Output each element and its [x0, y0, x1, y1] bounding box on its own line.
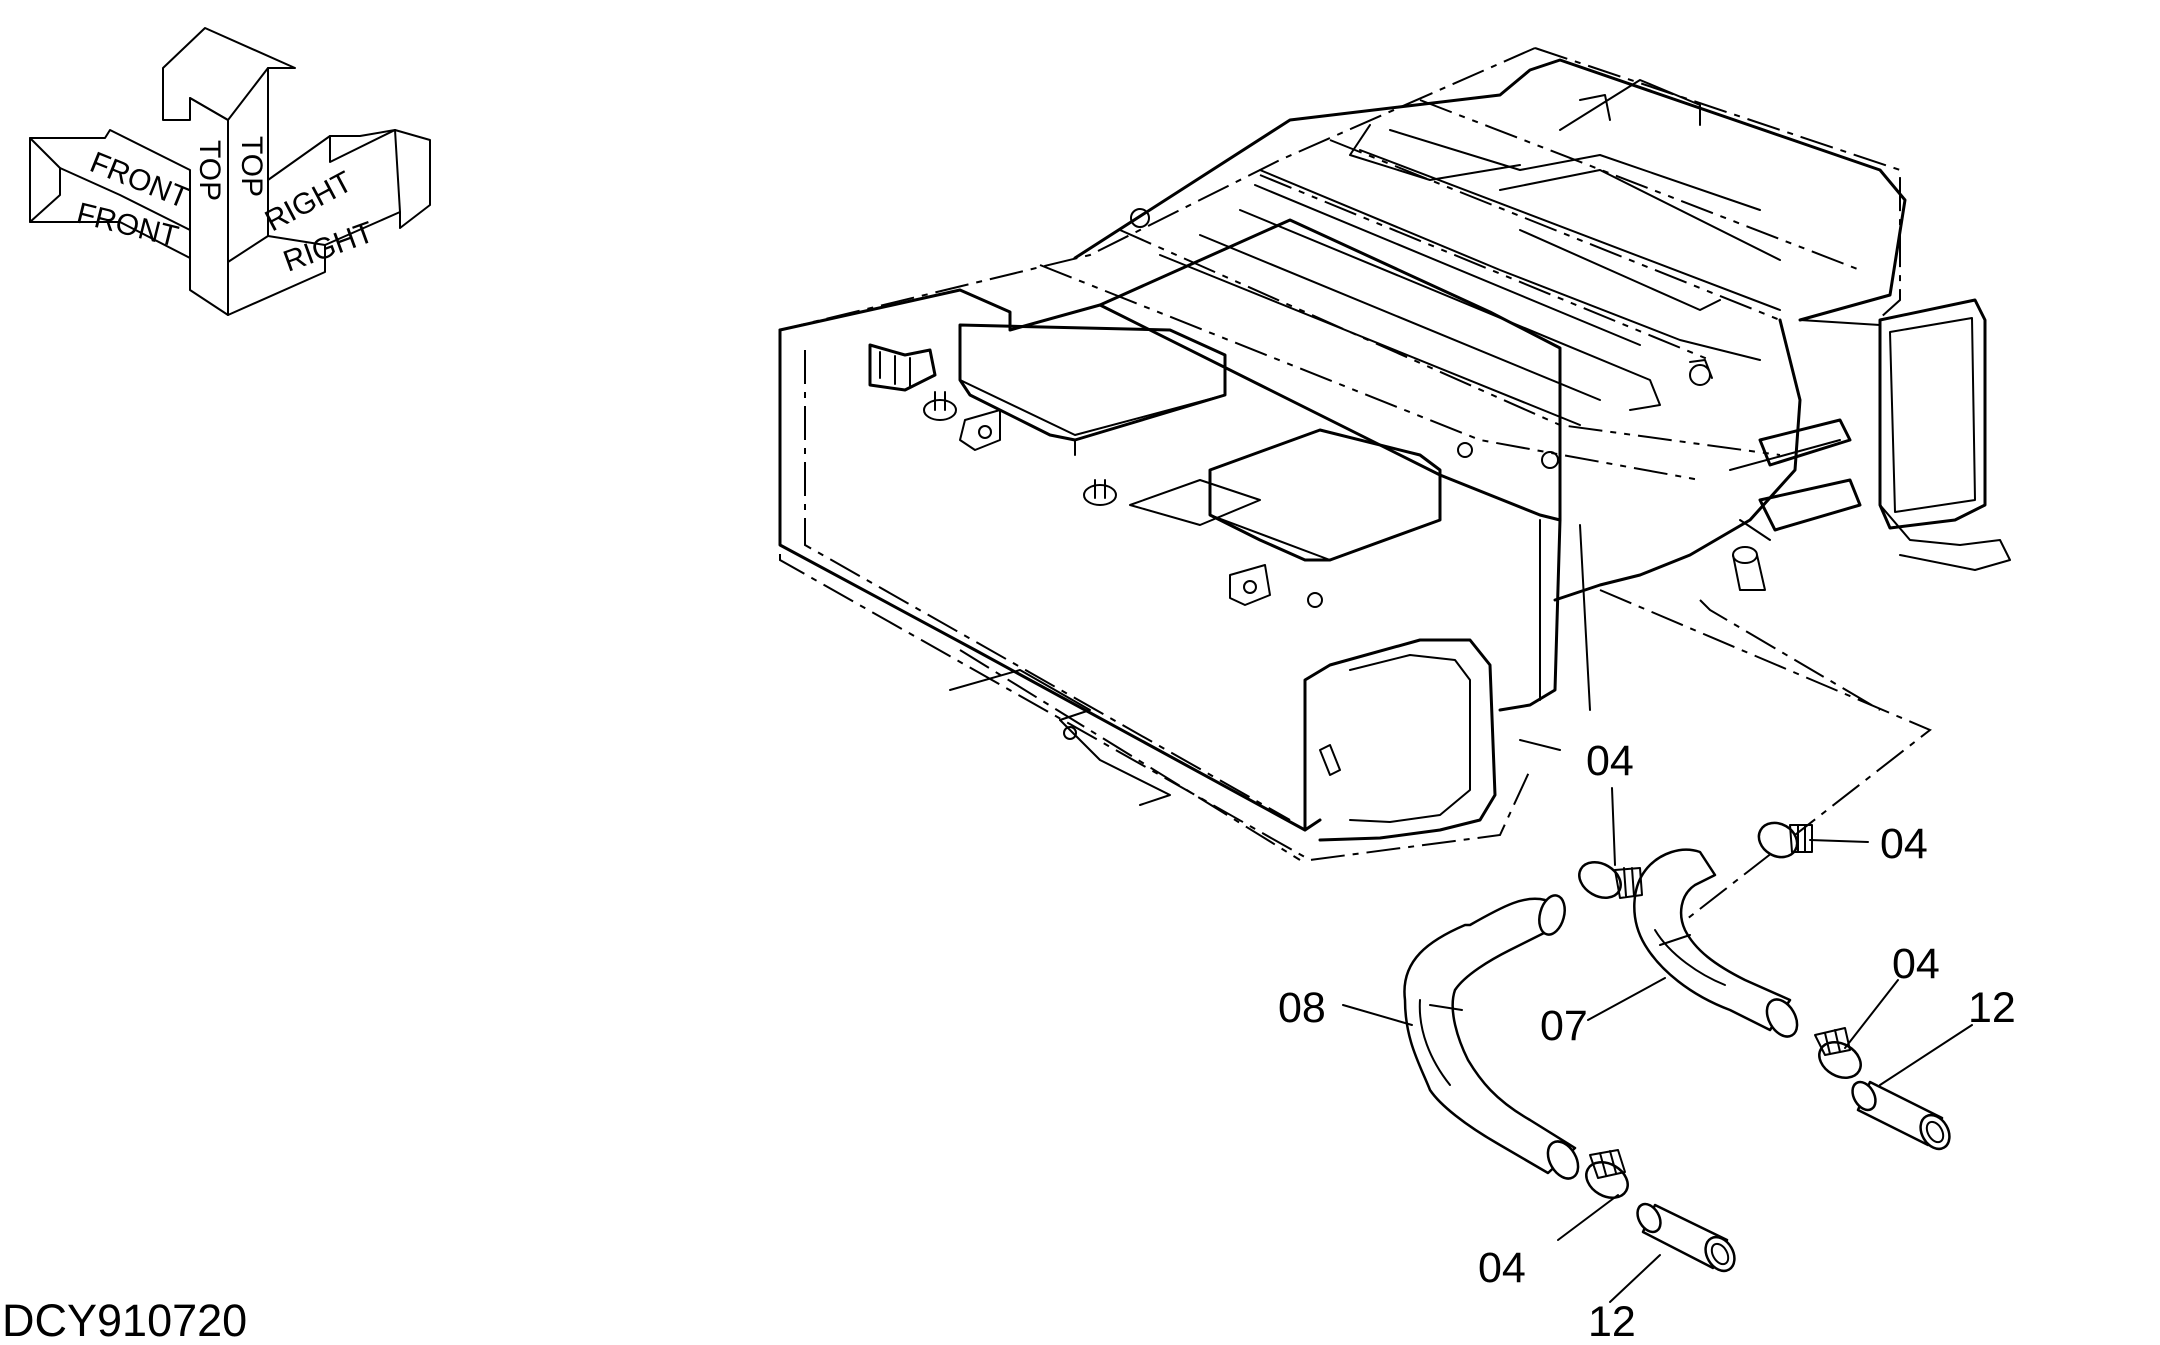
hose-08: [1403, 894, 1580, 1180]
callout-04-top: 04: [1586, 737, 1634, 785]
callout-12-bottom: 12: [1588, 1298, 1636, 1345]
callout-12-right: 12: [1968, 984, 2016, 1032]
hose-clamps: [1578, 821, 1862, 1199]
callout-04-bottom: 04: [1478, 1244, 1526, 1292]
orientation-arrows-icon: FRONT FRONT TOP TOP RIGHT RIGHT: [29, 27, 431, 316]
callout-08: 08: [1278, 984, 1326, 1032]
top-label-back: TOP: [193, 140, 226, 201]
pipe-12-right: [1851, 1080, 1951, 1151]
callout-04-mid-right: 04: [1892, 940, 1940, 988]
top-label: TOP: [235, 136, 268, 197]
drawing-code: DCY910720: [2, 1295, 247, 1345]
fastener-bolts: [923, 208, 1713, 608]
leader-lines: [1342, 787, 1973, 1303]
hvac-unit-assembly: [778, 47, 2011, 941]
pipe-12-bottom: [1636, 1202, 1736, 1273]
hose-07: [1633, 848, 1799, 1038]
callout-07: 07: [1540, 1002, 1588, 1050]
callout-04-right: 04: [1880, 820, 1928, 868]
